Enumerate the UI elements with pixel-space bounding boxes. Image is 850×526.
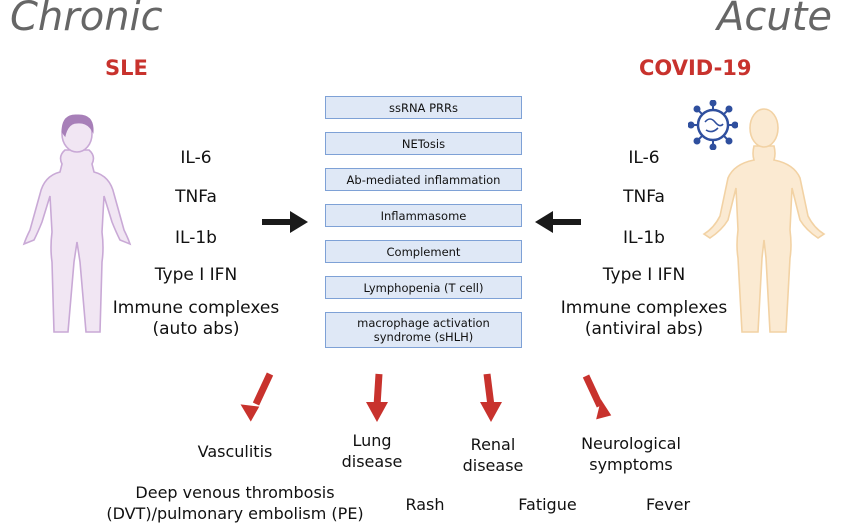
outcome-renal-line1: Renal — [470, 435, 516, 454]
right-black-arrow — [535, 211, 581, 233]
mechanism-box-ssrna-prrs: ssRNA PRRs — [325, 96, 522, 119]
outcome-rash: Rash — [405, 495, 445, 514]
outcome-neuro-line1: Neurological — [581, 434, 681, 453]
mechanism-box-ab-inflammation: Ab-mediated inflammation — [325, 168, 522, 191]
left-cytokine-ifn: Type I IFN — [154, 265, 238, 285]
left-cytokine-tnfa: TNFa — [175, 187, 217, 207]
right-cytokine-tnfa: TNFa — [623, 187, 665, 207]
left-cytokine-il6: IL-6 — [180, 148, 212, 168]
left-cytokine-il1b: IL-1b — [175, 228, 217, 248]
right-cytokine-il1b: IL-1b — [623, 228, 665, 248]
red-arrow-lung — [366, 373, 388, 422]
chronic-title: Chronic — [10, 0, 163, 40]
right-immune-complexes: Immune complexes — [560, 298, 728, 318]
right-cytokine-ifn: Type I IFN — [602, 265, 686, 285]
outcome-dvt-line2: (DVT)/pulmonary embolism (PE) — [106, 504, 364, 523]
mechanism-box-mas: macrophage activation syndrome (sHLH) — [325, 312, 522, 348]
mechanism-box-lymphopenia: Lymphopenia (T cell) — [325, 276, 522, 299]
red-arrow-vasculitis — [240, 372, 274, 422]
covid-label: COVID-19 — [639, 56, 752, 80]
red-arrow-renal — [480, 373, 502, 422]
left-immune-complexes: Immune complexes — [112, 298, 280, 318]
outcome-dvt-line1: Deep venous thrombosis — [135, 483, 335, 502]
outcome-lung-line2: disease — [341, 452, 403, 471]
outcome-fatigue: Fatigue — [518, 495, 577, 514]
covid-patient-figure — [702, 108, 826, 333]
virus-icon — [688, 100, 738, 150]
acute-title: Acute — [717, 0, 832, 40]
red-arrow-neurological — [582, 374, 612, 420]
outcome-neuro-line2: symptoms — [589, 455, 673, 474]
mechanism-box-inflammasome: Inflammasome — [325, 204, 522, 227]
mechanism-box-complement: Complement — [325, 240, 522, 263]
outcome-renal-line2: disease — [462, 456, 524, 475]
right-cytokine-il6: IL-6 — [628, 148, 660, 168]
outcome-vasculitis: Vasculitis — [197, 442, 273, 461]
left-black-arrow — [262, 211, 308, 233]
right-antiviral-abs: (antiviral abs) — [584, 319, 704, 339]
left-auto-abs: (auto abs) — [152, 319, 240, 339]
outcome-fever: Fever — [645, 495, 691, 514]
mechanism-box-netosis: NETosis — [325, 132, 522, 155]
sle-patient-figure — [22, 114, 132, 333]
outcome-lung-line1: Lung — [352, 431, 392, 450]
sle-label: SLE — [105, 56, 148, 80]
